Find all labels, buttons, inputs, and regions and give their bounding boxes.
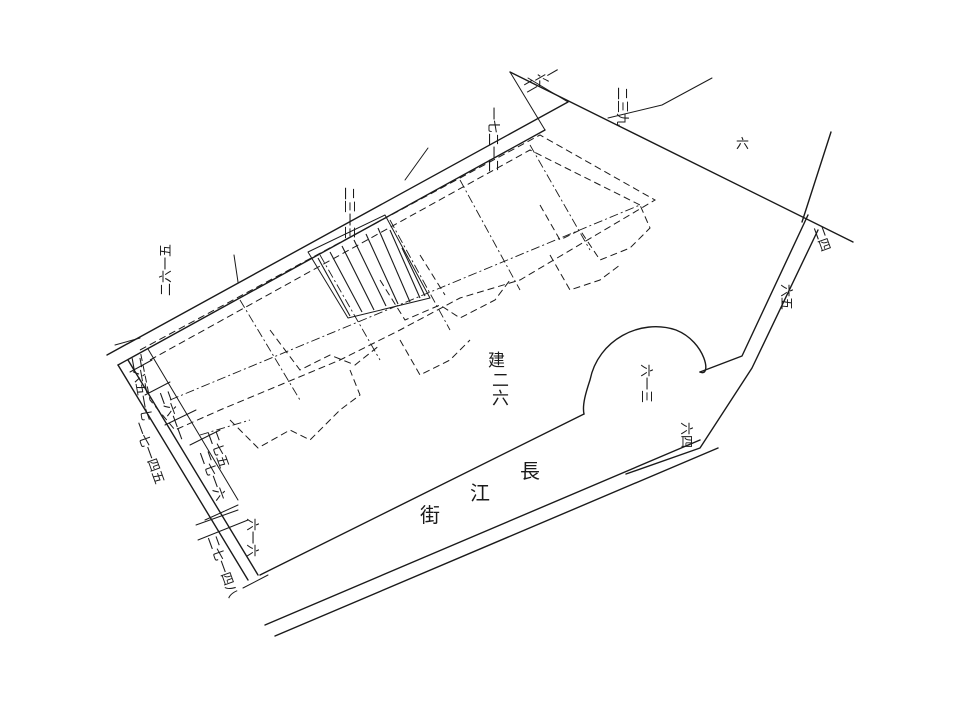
street-name: 長 江 街 bbox=[420, 459, 540, 527]
street-char-3: 街 bbox=[420, 503, 440, 527]
building-char-1: 建 bbox=[488, 351, 505, 371]
lot-left-top: 二六一五 bbox=[159, 244, 174, 296]
lot-top-edge-small: 二六一 bbox=[521, 64, 562, 96]
lot-right-bottom: 六四 bbox=[678, 422, 693, 448]
building-label: 建 二 六 bbox=[488, 351, 509, 409]
lot-right-corner: 六 bbox=[736, 137, 749, 152]
building-char-3: 六 bbox=[492, 389, 509, 409]
hatched-parcel bbox=[307, 214, 431, 319]
lot-west-6: 二七一四八 bbox=[204, 534, 240, 600]
lot-west-1: 二六五一七 bbox=[127, 356, 153, 423]
street-road bbox=[259, 326, 719, 637]
lot-left-big: 一七一四五 bbox=[130, 420, 166, 486]
lot-circle: 六一三 bbox=[638, 364, 653, 403]
lot-west-5: 六一六 bbox=[244, 518, 259, 557]
lot-numbers: 二六一五 一七一四五 二三一三 一七二一二 二三九 六 二四 六五 六一三 六四… bbox=[127, 64, 832, 600]
street-char-1: 長 bbox=[520, 459, 540, 483]
building-footprints bbox=[139, 134, 656, 449]
lot-top-far: 二三九 bbox=[614, 87, 629, 126]
street-char-2: 江 bbox=[470, 481, 490, 505]
lot-top-mid: 二三一三 bbox=[341, 187, 356, 239]
lot-top-right: 一七二一二 bbox=[485, 107, 500, 172]
lot-right-side: 六五 bbox=[778, 284, 793, 310]
parcel-boundaries bbox=[106, 71, 854, 589]
building-char-2: 二 bbox=[492, 371, 509, 391]
